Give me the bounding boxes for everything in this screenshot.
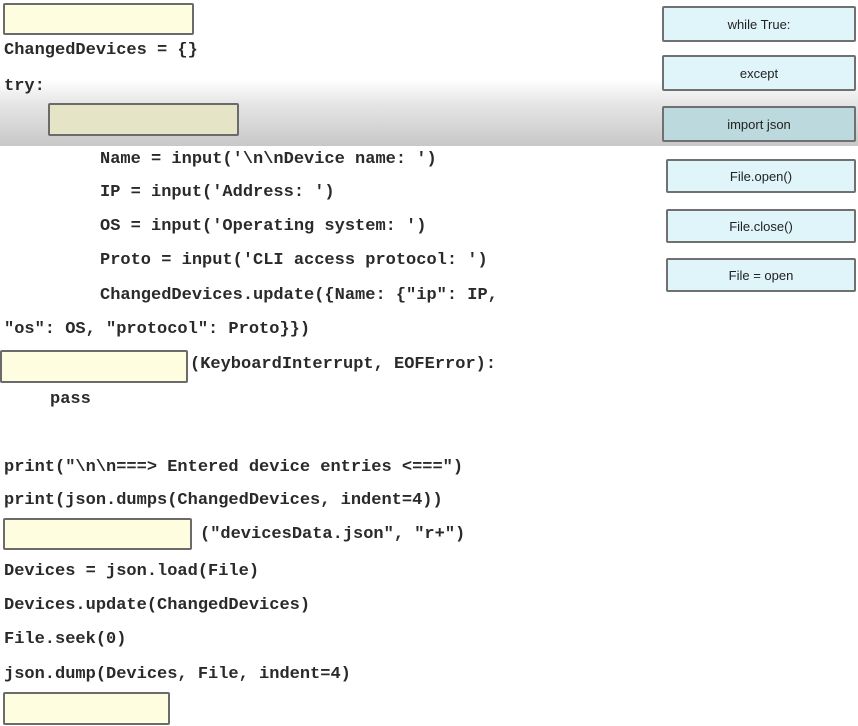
code-line-devices-update: Devices.update(ChangedDevices) bbox=[4, 596, 311, 615]
code-line-proto: Proto = input('CLI access protocol: ') bbox=[100, 251, 488, 270]
option-import-json[interactable]: import json bbox=[662, 106, 856, 142]
code-line-os: OS = input('Operating system: ') bbox=[100, 217, 427, 236]
code-line-except-suffix: (KeyboardInterrupt, EOFError): bbox=[190, 355, 497, 374]
code-line-dump: json.dump(Devices, File, indent=4) bbox=[4, 665, 351, 684]
drop-target-1[interactable] bbox=[3, 3, 194, 35]
drop-target-2[interactable] bbox=[48, 103, 239, 136]
code-line-ip: IP = input('Address: ') bbox=[100, 183, 335, 202]
code-line-seek: File.seek(0) bbox=[4, 630, 127, 649]
code-line-load: Devices = json.load(File) bbox=[4, 562, 260, 581]
option-while-true[interactable]: while True: bbox=[662, 6, 856, 42]
code-line-pass: pass bbox=[50, 390, 91, 409]
option-except[interactable]: except bbox=[662, 55, 856, 91]
code-line-name: Name = input('\n\nDevice name: ') bbox=[100, 150, 437, 169]
drop-target-3[interactable] bbox=[0, 350, 188, 383]
code-line-print-2: print(json.dumps(ChangedDevices, indent=… bbox=[4, 491, 443, 510]
code-line-open-suffix: ("devicesData.json", "r+") bbox=[200, 525, 466, 544]
option-file-open-method[interactable]: File.open() bbox=[666, 159, 856, 193]
code-line-changed-devices: ChangedDevices = {} bbox=[4, 41, 198, 60]
code-line-update-2: "os": OS, "protocol": Proto}}) bbox=[4, 320, 311, 339]
drop-target-5[interactable] bbox=[3, 692, 170, 725]
option-file-equals-open[interactable]: File = open bbox=[666, 258, 856, 292]
code-line-print-1: print("\n\n===> Entered device entries <… bbox=[4, 458, 464, 477]
drop-target-4[interactable] bbox=[3, 518, 192, 550]
code-line-try: try: bbox=[4, 77, 45, 96]
code-line-update-1: ChangedDevices.update({Name: {"ip": IP, bbox=[100, 286, 498, 305]
option-file-close[interactable]: File.close() bbox=[666, 209, 856, 243]
